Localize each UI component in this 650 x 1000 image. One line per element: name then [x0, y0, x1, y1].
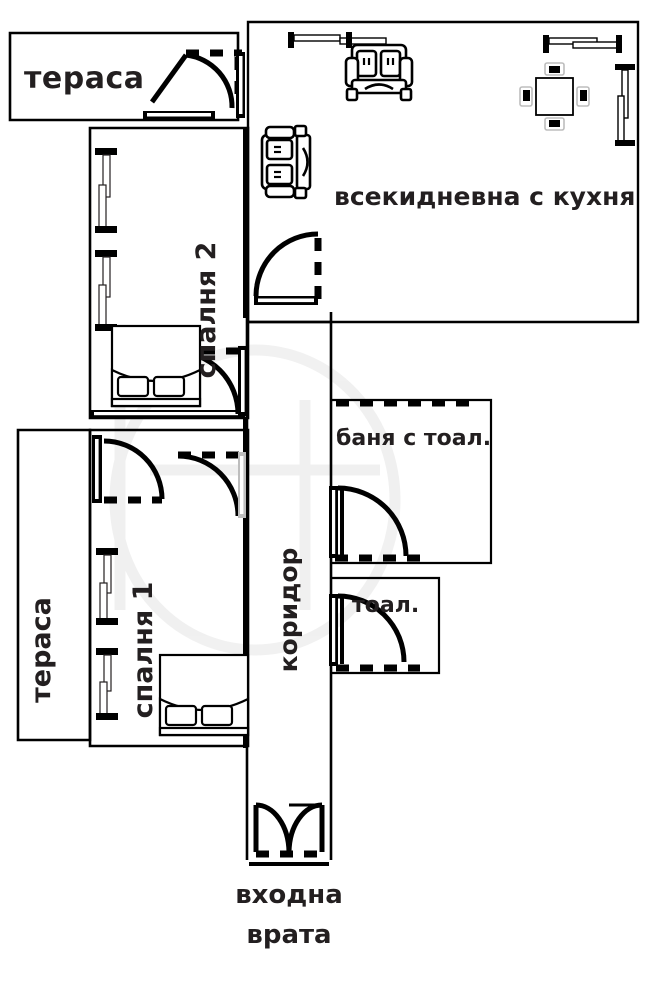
- bed-bedroom-1: [158, 653, 250, 737]
- room-terrace-top: [8, 31, 240, 122]
- bedroom-2-window-lower: [95, 250, 117, 331]
- entrance-door-caption-line-1: входна: [235, 880, 343, 910]
- living-room-door: [253, 231, 319, 305]
- bedroom-1-window-lower: [96, 648, 118, 720]
- room-label-toilet: тоал.: [352, 593, 419, 618]
- room-label-living-kitchen: всекидневна с кухня: [334, 182, 635, 211]
- bedroom-1-window-upper: [96, 548, 118, 625]
- room-living-kitchen: [246, 20, 640, 324]
- kitchen-counter-topright: [543, 35, 622, 53]
- bedroom-1-door-corridor: [177, 452, 246, 518]
- bathroom-door: [329, 485, 409, 558]
- room-labels: тераса спалня 2 всекидневна с кухня кори…: [24, 61, 635, 718]
- room-label-bedroom-1: спалня 1: [128, 582, 159, 719]
- entrance-door-caption: входна врата: [235, 880, 343, 950]
- room-label-terrace-top: тераса: [24, 61, 144, 96]
- room-label-terrace-left: тераса: [26, 597, 57, 703]
- windows: [95, 148, 118, 720]
- sofa-icon: [344, 43, 414, 102]
- beds: [110, 324, 250, 737]
- bedroom-1-door-terrace: [92, 435, 165, 503]
- bedroom-2-window-upper: [95, 148, 117, 233]
- entrance-door: [249, 802, 329, 866]
- entrance-door-caption-line-2: врата: [246, 920, 331, 950]
- room-label-corridor: коридор: [274, 548, 303, 673]
- room-label-bedroom-2: спалня 2: [191, 242, 222, 379]
- bed-bedroom-2: [110, 324, 202, 408]
- walls: [16, 126, 493, 860]
- kitchen-counter-right: [615, 64, 635, 146]
- room-label-bathroom-wc: баня с тоал.: [336, 426, 491, 451]
- toilet-door: [329, 593, 407, 666]
- armchair-icon: [260, 124, 312, 200]
- terrace-top-door: [149, 52, 245, 118]
- doors: [92, 52, 409, 866]
- dining-table-icon: [519, 62, 590, 131]
